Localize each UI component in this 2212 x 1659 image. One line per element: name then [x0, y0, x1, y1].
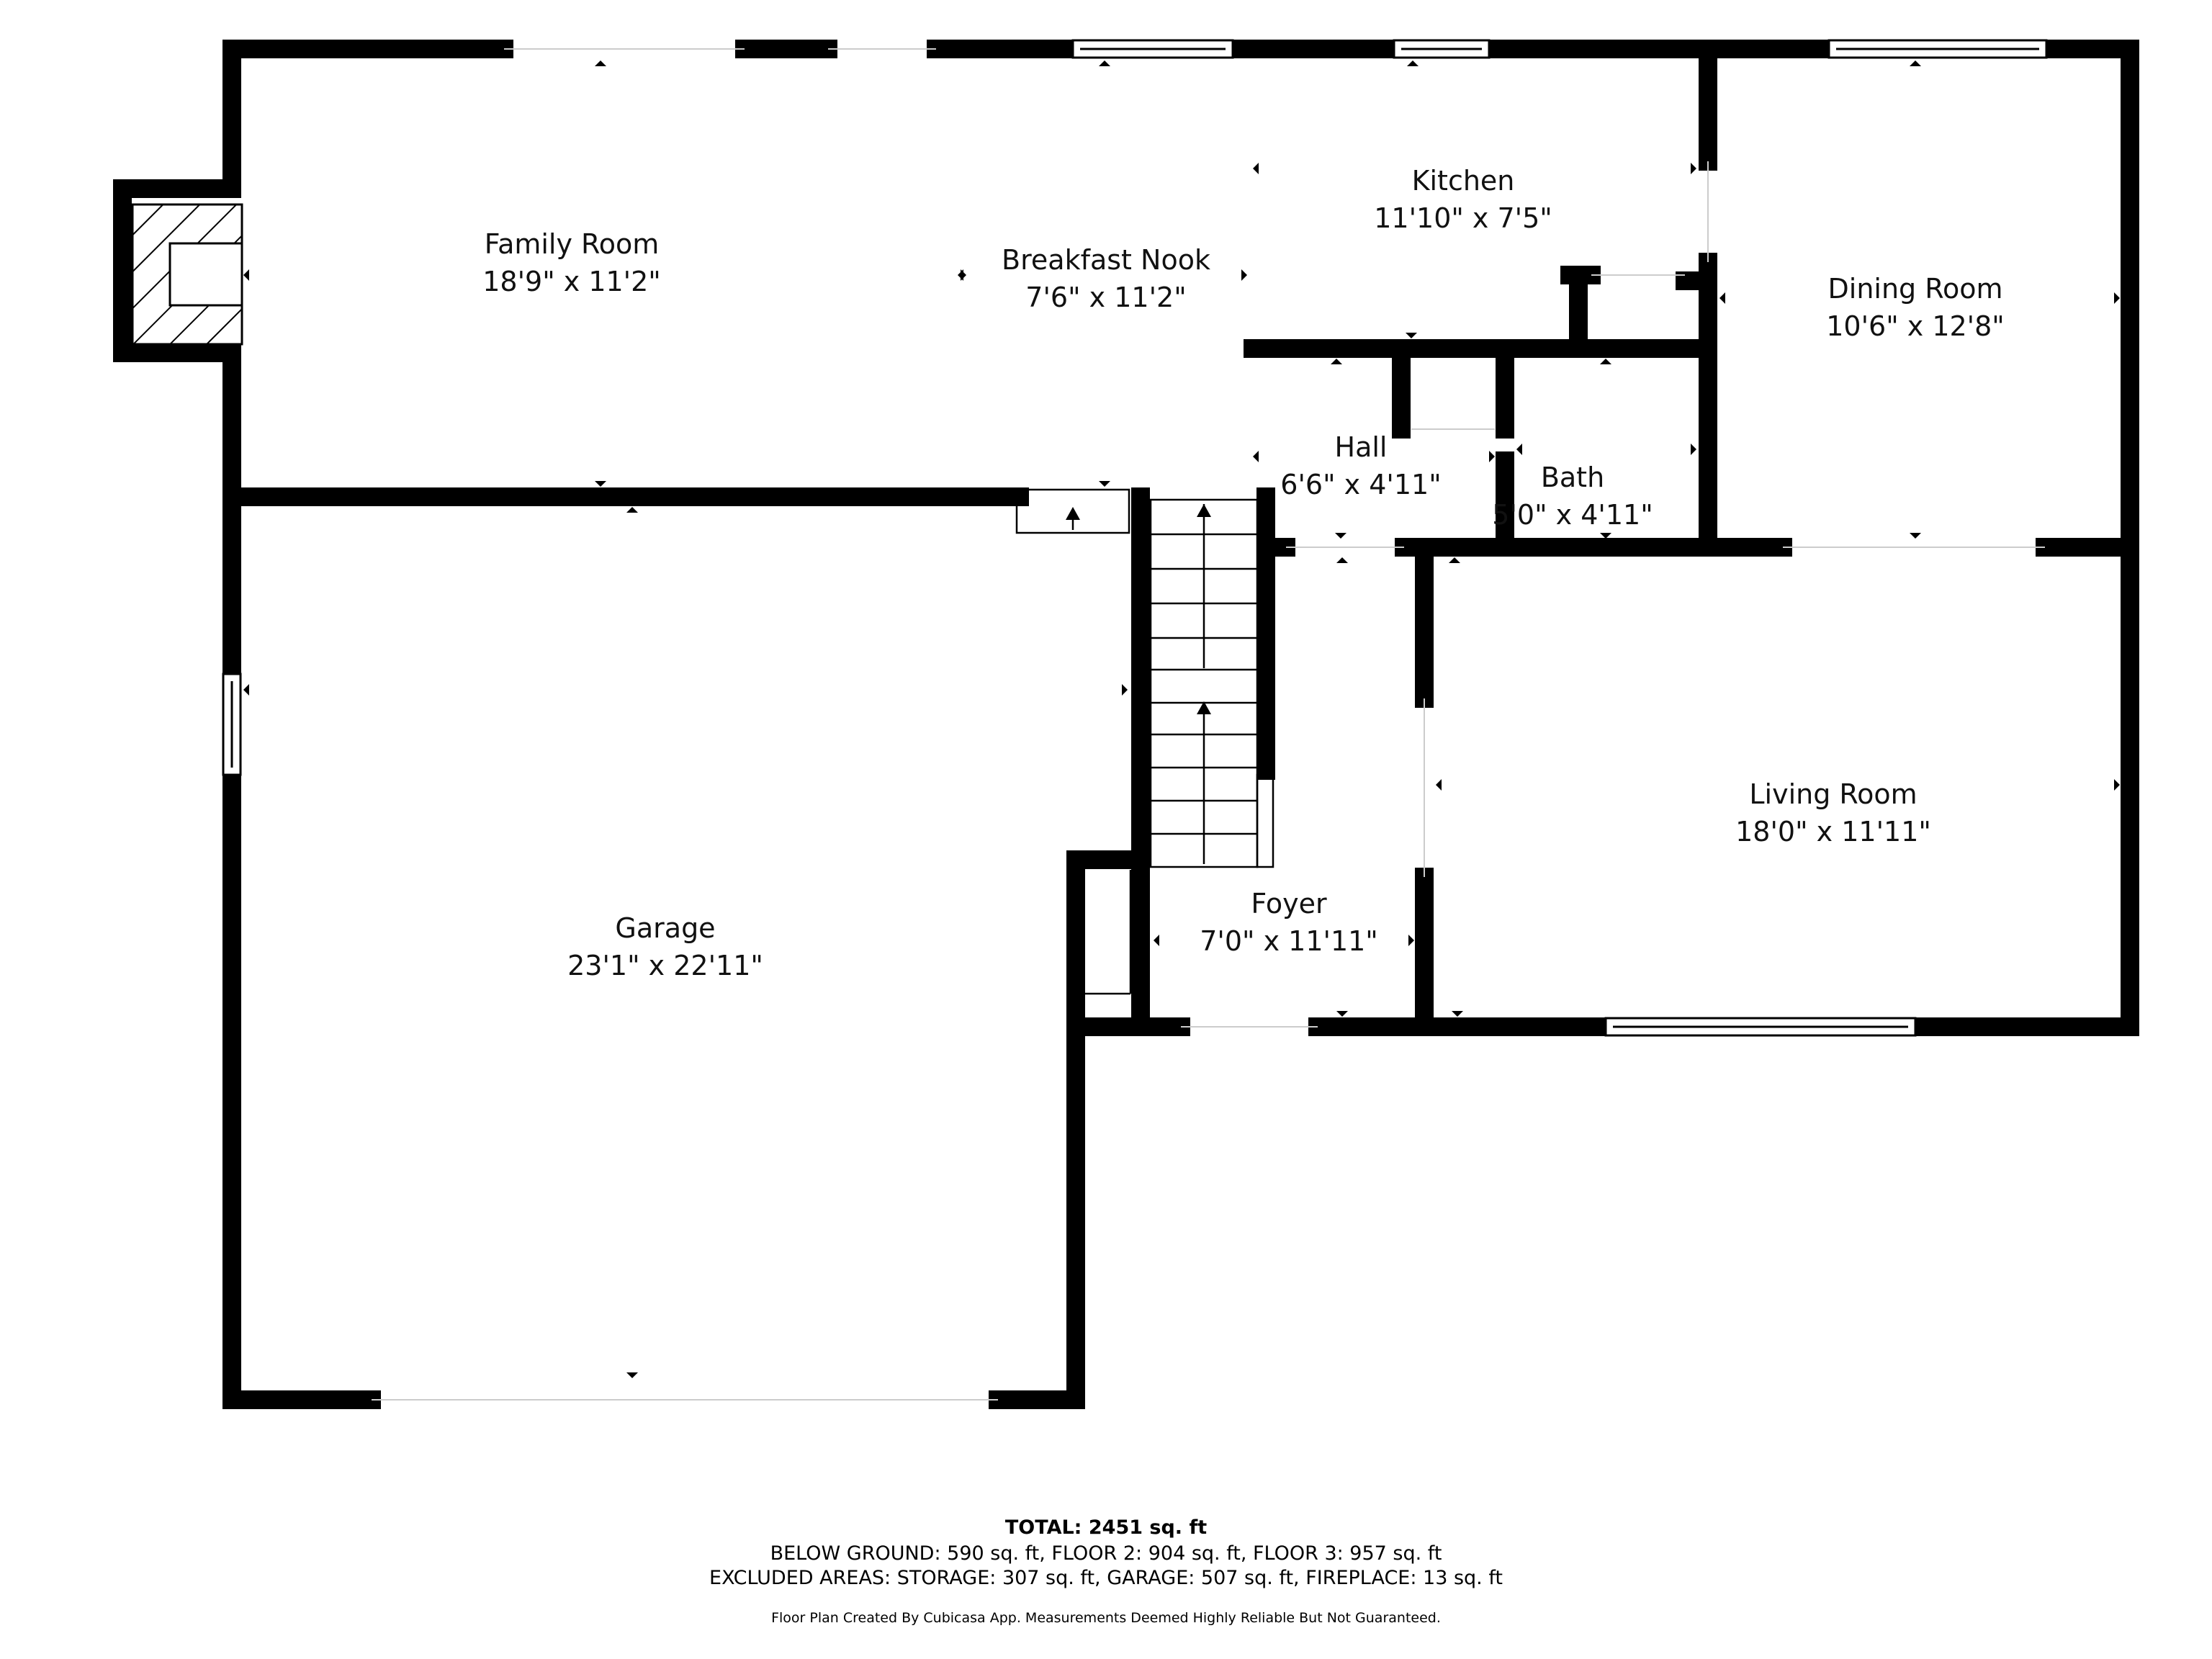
fireplace-firebox — [168, 242, 243, 307]
breakfast-nook-size: 7'6" x 11'2" — [1025, 282, 1186, 313]
stair-arrows — [1197, 504, 1211, 714]
room-labels: Family Room 18'9" x 11'2" Breakfast Nook… — [482, 165, 2005, 981]
bath-name: Bath — [1541, 462, 1604, 493]
fireplace — [131, 203, 243, 346]
dining-room-name: Dining Room — [1828, 273, 2003, 305]
breakfast-nook-name: Breakfast Nook — [1002, 244, 1210, 276]
windows — [222, 39, 2048, 1037]
garage-size: 23'1" x 22'11" — [567, 950, 763, 981]
foyer-size: 7'0" x 11'11" — [1200, 925, 1378, 957]
walls — [113, 40, 2139, 1409]
landing-step — [1015, 488, 1130, 534]
foyer-name: Foyer — [1251, 888, 1327, 920]
dining-room-size: 10'6" x 12'8" — [1826, 310, 2005, 342]
footer-credit: Floor Plan Created By Cubicasa App. Meas… — [771, 1610, 1441, 1626]
kitchen-size: 11'10" x 7'5" — [1374, 202, 1552, 234]
hall-size: 6'6" x 4'11" — [1280, 469, 1441, 500]
foyer-door — [1084, 870, 1132, 995]
footer-floors: BELOW GROUND: 590 sq. ft, FLOOR 2: 904 s… — [770, 1542, 1442, 1565]
hall-name: Hall — [1335, 431, 1388, 463]
step-arrow — [1066, 507, 1080, 520]
family-room-size: 18'9" x 11'2" — [482, 266, 661, 297]
living-room-name: Living Room — [1749, 778, 1917, 810]
kitchen-name: Kitchen — [1412, 165, 1515, 197]
footer-excluded: EXCLUDED AREAS: STORAGE: 307 sq. ft, GAR… — [709, 1567, 1503, 1589]
staircase — [1149, 498, 1274, 868]
dimension-markers — [243, 60, 2120, 1378]
living-room-size: 18'0" x 11'11" — [1735, 816, 1931, 848]
family-room-name: Family Room — [485, 228, 660, 260]
footer-total: TOTAL: 2451 sq. ft — [1004, 1516, 1208, 1539]
garage-name: Garage — [615, 912, 715, 944]
openings — [372, 48, 2045, 1401]
bath-size: 5'0" x 4'11" — [1492, 499, 1653, 531]
